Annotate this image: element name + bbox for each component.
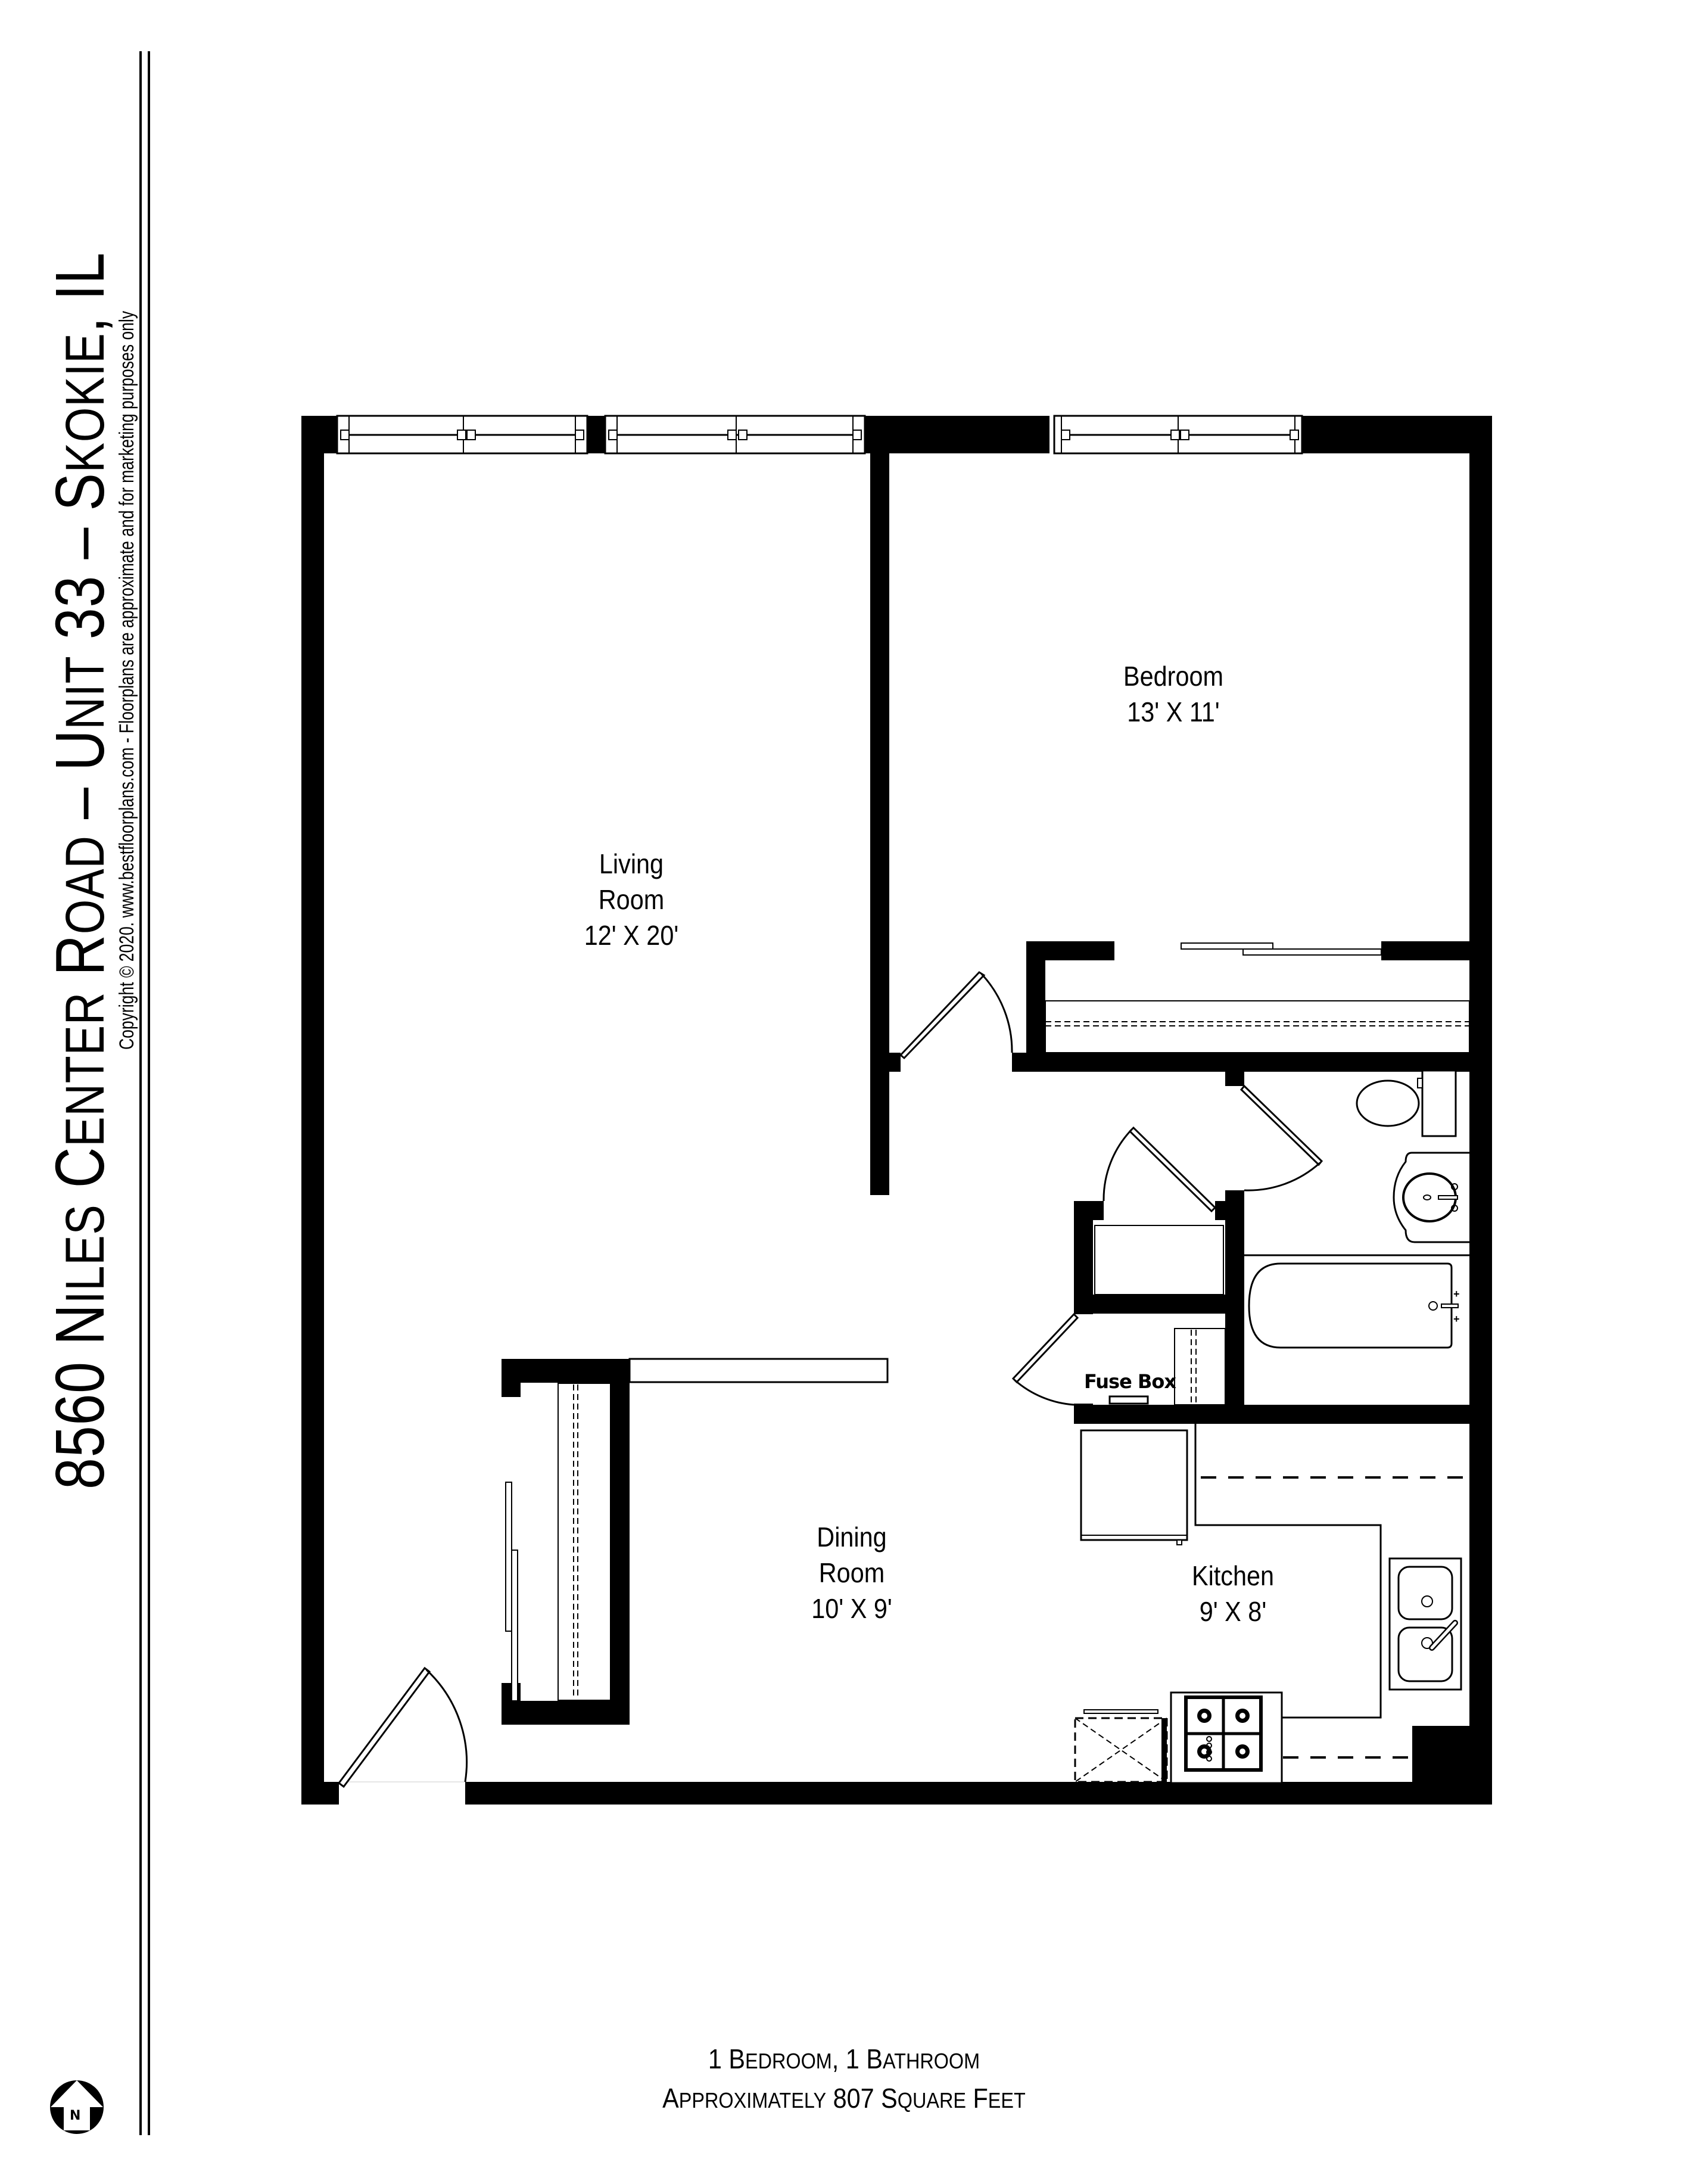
fuse-closet-door[interactable] xyxy=(1011,1312,1079,1406)
room-label-living: Living Room 12' X 20' xyxy=(535,846,728,953)
window-living-right xyxy=(604,415,866,455)
copyright-notice: Copyright © 2020. www.bestfloorplans.com… xyxy=(116,310,138,1050)
compass-label: N xyxy=(70,2108,81,2123)
bathroom-door[interactable] xyxy=(1239,1084,1323,1191)
footer-summary: 1 BEDROOM, 1 BATHROOM APPROXIMATELY 807 … xyxy=(0,2040,1688,2119)
room-dimensions: 9' X 8' xyxy=(1199,1596,1267,1627)
fuse-box-label: Fuse Box xyxy=(1084,1370,1176,1393)
dishwasher-pantry-icon xyxy=(1074,1709,1168,1783)
svg-text:+: + xyxy=(1453,1288,1460,1300)
window-living-left xyxy=(336,415,588,455)
room-label-bedroom: Bedroom 13' X 11' xyxy=(1077,658,1270,730)
svg-text:+: + xyxy=(1453,1313,1460,1325)
dining-closet xyxy=(505,1383,611,1701)
entry-door[interactable] xyxy=(337,1666,468,1805)
room-dimensions: 12' X 20' xyxy=(584,920,679,951)
toilet-icon xyxy=(1356,1069,1457,1137)
north-arrow-icon xyxy=(50,2080,104,2134)
room-label-dining: Dining Room 10' X 9' xyxy=(755,1519,948,1626)
room-name: Room xyxy=(598,884,665,915)
room-dimensions: 13' X 11' xyxy=(1127,696,1220,727)
room-name: Bedroom xyxy=(1123,661,1223,692)
room-name: Living xyxy=(599,848,664,879)
footer-rooms-line: 1 BEDROOM, 1 BATHROOM xyxy=(708,2043,980,2074)
refrigerator-icon xyxy=(1080,1429,1188,1545)
interior-walls xyxy=(502,453,1469,1725)
exterior-walls xyxy=(301,416,1492,1805)
bedroom-door[interactable] xyxy=(899,971,1013,1060)
window-bedroom xyxy=(1053,415,1303,455)
bedroom-closet xyxy=(1045,942,1470,1053)
room-dimensions: 10' X 9' xyxy=(811,1593,892,1624)
windows xyxy=(336,415,1303,455)
room-name: Room xyxy=(818,1557,885,1588)
stove-icon xyxy=(1170,1691,1283,1784)
linen-closet-door[interactable] xyxy=(1103,1126,1217,1213)
room-label-kitchen: Kitchen 9' X 8' xyxy=(1136,1558,1329,1629)
fuse-closet-shelf xyxy=(1108,1328,1226,1405)
bathtub-icon: + + xyxy=(1244,1254,1469,1349)
room-name: Dining xyxy=(817,1522,887,1553)
page-title: 8560 NILES CENTER ROAD – UNIT 33 – SKOKI… xyxy=(41,252,119,1489)
room-name: Kitchen xyxy=(1191,1560,1275,1591)
linen-shelf xyxy=(1094,1225,1224,1295)
bathroom-sink-icon xyxy=(1393,1152,1469,1243)
page-border-lines xyxy=(139,51,150,2135)
kitchen-sink-icon xyxy=(1388,1557,1462,1691)
footer-area-line: APPROXIMATELY 807 SQUARE FEET xyxy=(662,2083,1026,2114)
dining-half-wall xyxy=(628,1358,889,1383)
